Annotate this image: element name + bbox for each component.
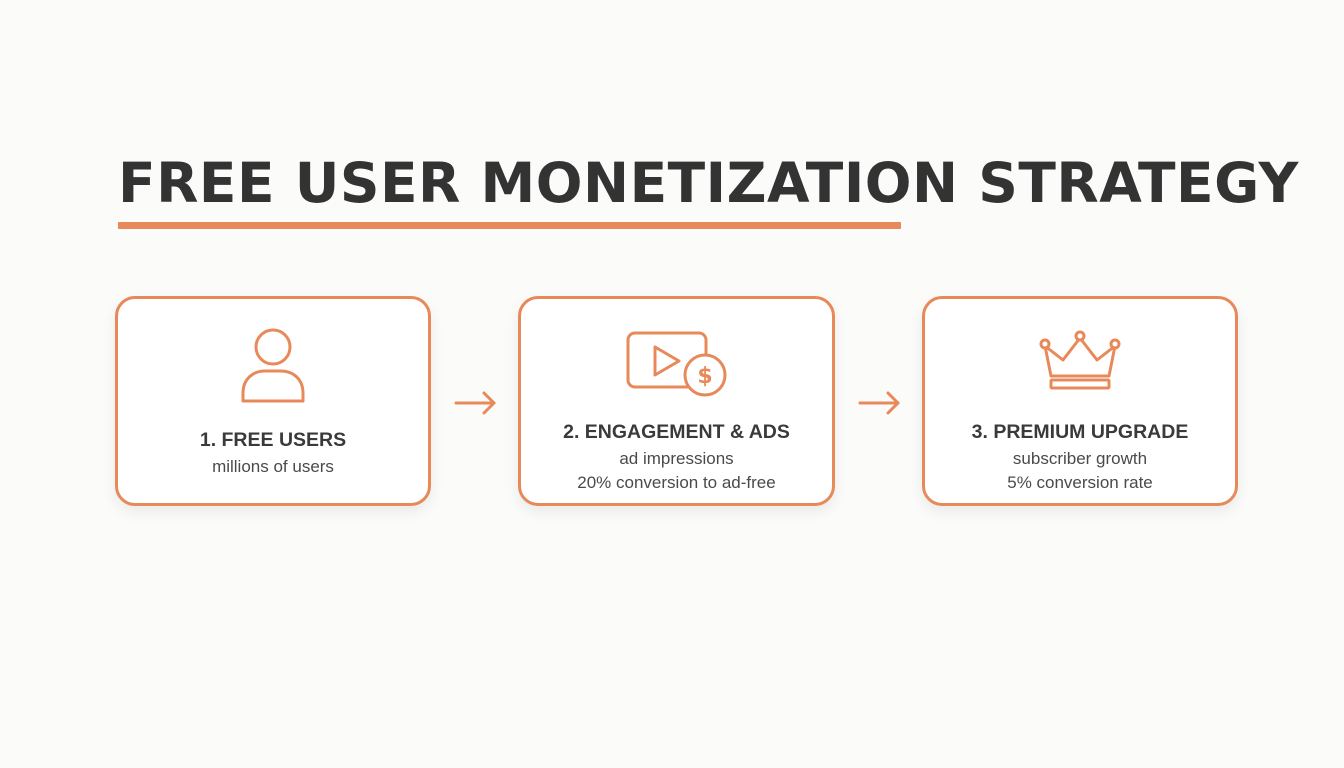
step-detail: ad impressions [619, 449, 734, 468]
step-label: 3. PREMIUM UPGRADE [971, 421, 1189, 443]
svg-text:$: $ [697, 364, 712, 389]
arrow-right-icon [858, 391, 900, 415]
step-label: 1. FREE USERS [199, 429, 347, 451]
page-title: FREE USER MONETIZATION STRATEGY [118, 151, 1299, 215]
step-detail: 20% conversion to ad-free [577, 473, 776, 492]
step-free-users: 1. FREE USERS millions of users [115, 296, 431, 506]
step-label: 2. ENGAGEMENT & ADS [563, 421, 790, 443]
step-detail: subscriber growth [1012, 449, 1148, 468]
video-ad-dollar-icon: $ [521, 323, 832, 403]
user-icon [118, 323, 428, 403]
step-detail: millions of users [212, 457, 334, 476]
title-underline [118, 222, 901, 229]
step-detail: 5% conversion rate [1007, 473, 1153, 492]
crown-icon [925, 323, 1235, 403]
step-premium-upgrade: 3. PREMIUM UPGRADE subscriber growth 5% … [922, 296, 1238, 506]
step-engagement-ads: $ 2. ENGAGEMENT & ADS ad impressions 20%… [518, 296, 835, 506]
arrow-right-icon [454, 391, 496, 415]
